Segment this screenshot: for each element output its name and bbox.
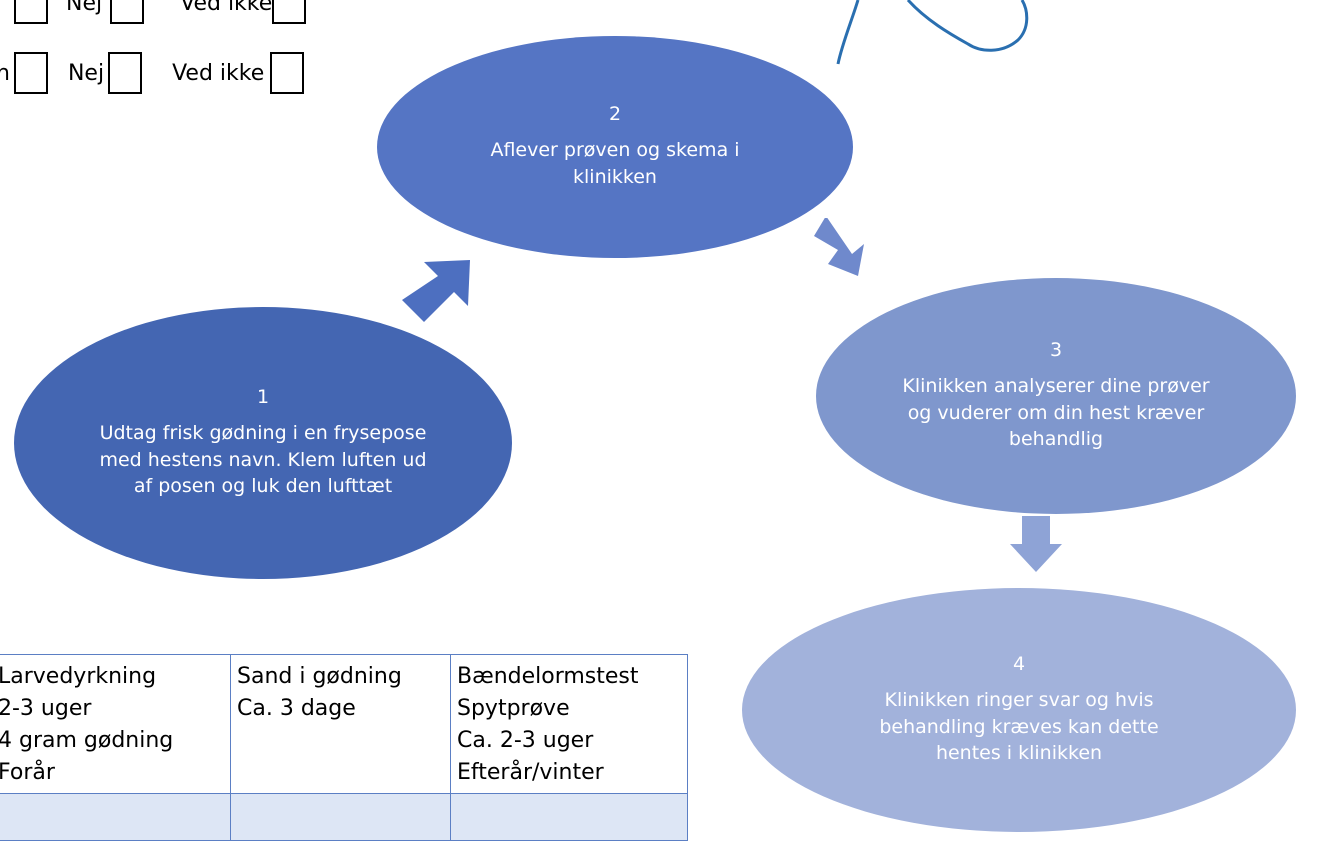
- table-row: [0, 792, 688, 841]
- cell-line: 2-3 uger: [0, 695, 92, 721]
- table-cell: [230, 792, 451, 841]
- no-label: Nej: [66, 0, 103, 16]
- cell-line: Ca. 3 dage: [237, 695, 356, 721]
- step-text: Klinikken analyserer dine prøver og vude…: [902, 375, 1210, 451]
- cell-line: Ca. 2-3 uger: [457, 727, 594, 753]
- cell-line: Forår: [0, 759, 55, 785]
- arrow-icon: [402, 260, 470, 322]
- checkbox[interactable]: [13, 52, 48, 94]
- step-number: 1: [256, 386, 270, 409]
- step-number: 3: [1049, 339, 1063, 362]
- column-header: Sand i gødning: [237, 664, 402, 689]
- unknown-label: Ved ikke: [180, 0, 273, 16]
- step-number: 2: [608, 103, 622, 126]
- table-cell: Larvedyrkning 2-3 uger 4 gram gødning Fo…: [0, 654, 231, 794]
- checkbox[interactable]: [108, 52, 143, 94]
- step-3-ellipse: 3 Klinikken analyserer dine prøver og vu…: [816, 278, 1296, 514]
- step-2-ellipse: 2 Aflever prøven og skema i klinikken: [377, 36, 853, 258]
- step-1-ellipse: 1 Udtag frisk gødning i en frysepose med…: [14, 307, 512, 579]
- horse-logo-icon: [836, 0, 1029, 65]
- table-row: Larvedyrkning 2-3 uger 4 gram gødning Fo…: [0, 654, 688, 794]
- checkbox-row-2: n Nej Ved ikke: [0, 52, 305, 94]
- checkbox[interactable]: [14, 0, 48, 24]
- test-table: Larvedyrkning 2-3 uger 4 gram gødning Fo…: [0, 654, 688, 841]
- table-cell: [450, 792, 688, 841]
- checkbox-row-1: Nej Ved ikke: [14, 0, 307, 24]
- row-label-fragment: n: [0, 60, 10, 86]
- unknown-label: Ved ikke: [172, 60, 265, 86]
- column-header: Larvedyrkning: [0, 664, 157, 689]
- step-4-ellipse: 4 Klinikken ringer svar og hvis behandli…: [742, 588, 1296, 832]
- cell-line: Efterår/vinter: [457, 759, 604, 785]
- arrow-icon: [1010, 516, 1062, 572]
- checkbox[interactable]: [270, 52, 305, 94]
- step-text: Klinikken ringer svar og hvis behandling…: [879, 689, 1159, 765]
- table-cell: [0, 792, 231, 841]
- step-text: Udtag frisk gødning i en frysepose med h…: [99, 422, 427, 498]
- checkbox[interactable]: [110, 0, 145, 24]
- cell-line: 4 gram gødning: [0, 727, 174, 753]
- table-cell: Bændelormstest Spytprøve Ca. 2-3 uger Ef…: [450, 654, 688, 794]
- table-cell: Sand i gødning Ca. 3 dage: [230, 654, 451, 794]
- arrow-icon: [814, 218, 864, 276]
- cell-line: Spytprøve: [457, 695, 570, 721]
- no-label: Nej: [67, 60, 105, 86]
- checkbox[interactable]: [272, 0, 307, 24]
- step-text: Aflever prøven og skema i klinikken: [490, 139, 740, 188]
- step-number: 4: [1012, 653, 1026, 676]
- column-header: Bændelormstest: [457, 664, 639, 689]
